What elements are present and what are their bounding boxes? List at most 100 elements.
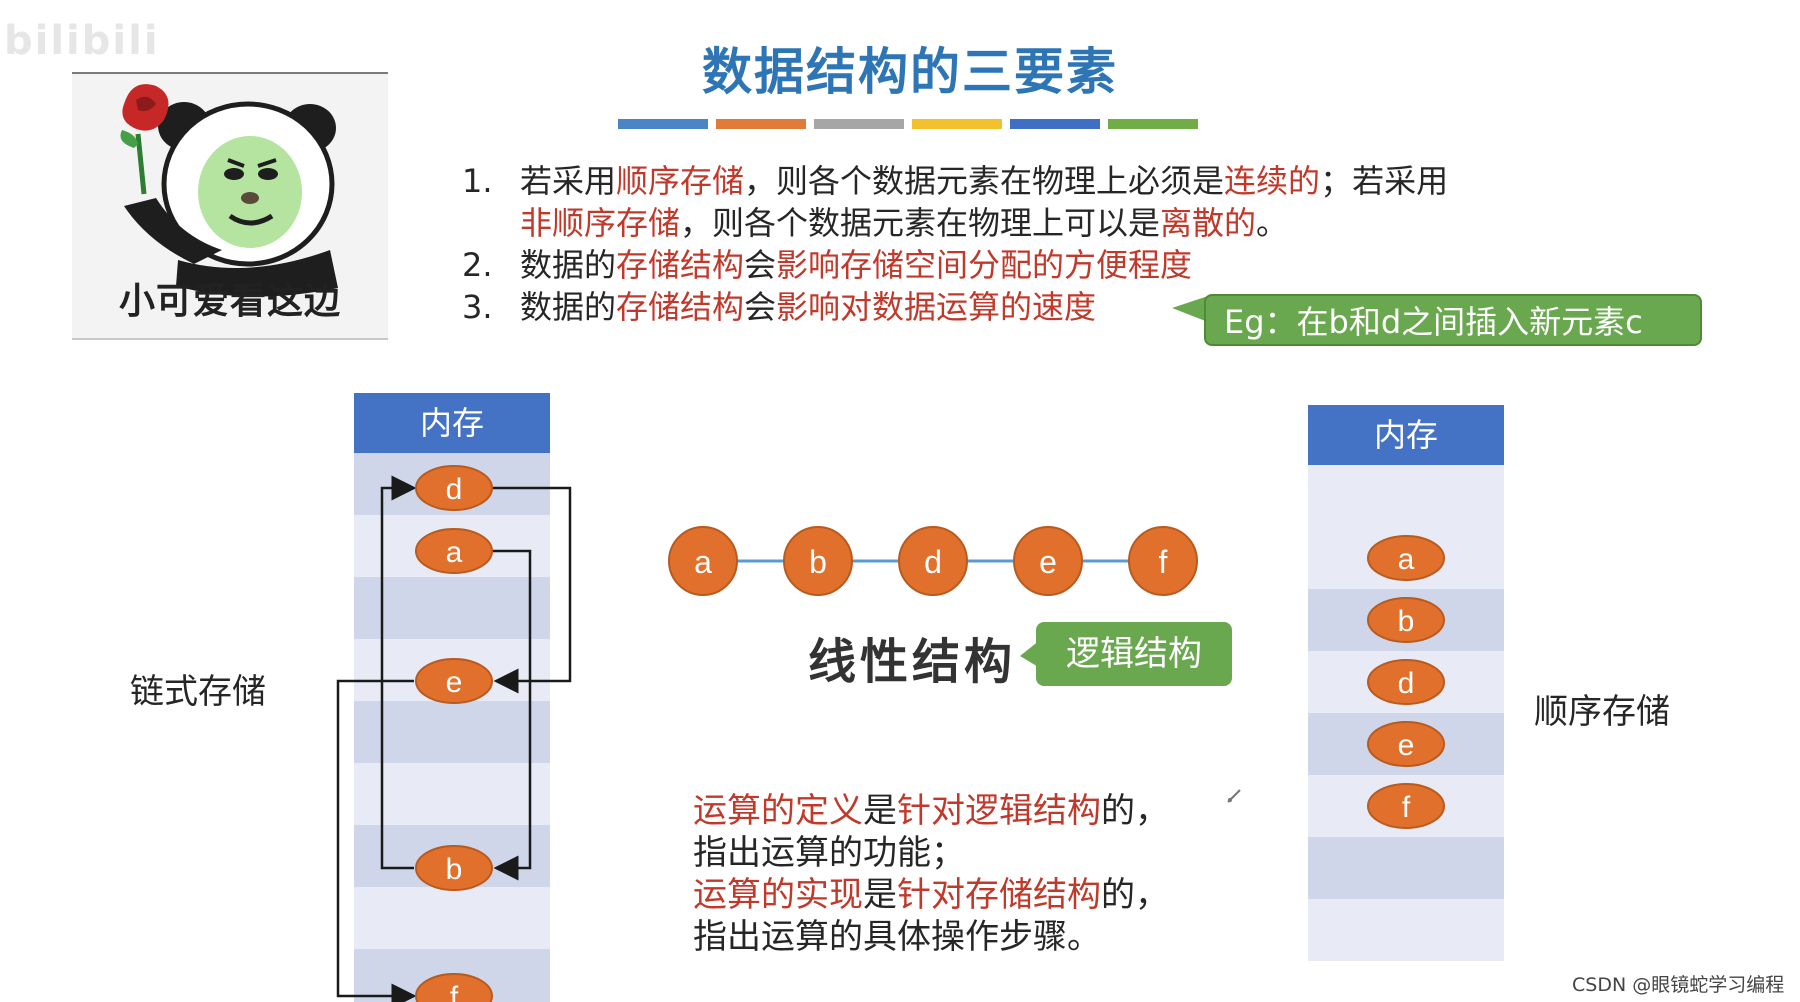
color-bar: [1108, 119, 1198, 129]
logical-structure-callout: 逻辑结构: [1036, 622, 1232, 686]
seq-node-e: e: [1367, 721, 1445, 767]
pointer-b-to-d: [380, 475, 417, 870]
linear-node-a: a: [668, 526, 738, 596]
node-label: b: [809, 544, 827, 580]
text-segment: 离散的: [1160, 204, 1257, 242]
node-e: e: [415, 658, 493, 704]
color-bar: [618, 119, 708, 129]
text-segment: 会: [744, 246, 777, 284]
pointer-d-to-e: [492, 486, 572, 694]
node-label: a: [446, 536, 463, 569]
linear-node-e: e: [1013, 526, 1083, 596]
memory-cell: d: [1308, 651, 1504, 713]
bilibili-watermark: bilibili: [4, 18, 160, 64]
node-label: f: [1159, 544, 1168, 580]
left-memory-column: 内存: [354, 393, 550, 1002]
memory-header: 内存: [354, 393, 550, 453]
ops-line-3: 运算的实现是针对存储结构的，: [693, 874, 1169, 916]
point-1-line-1: 若采用顺序存储，则各个数据元素在物理上必须是连续的；若采用: [520, 162, 1448, 200]
node-d: d: [415, 465, 493, 511]
memory-cell: [354, 577, 550, 639]
memory-cell: [1308, 837, 1504, 899]
text-segment: 指出运算的具体操作步骤。: [693, 917, 1101, 957]
text-segment: 非顺序存储: [520, 204, 681, 242]
node-label: d: [446, 473, 463, 506]
node-label: d: [924, 544, 942, 580]
text-segment: 连续的: [1224, 162, 1321, 200]
panda-meme: 小可爱看这边: [72, 72, 388, 340]
text-segment: 存储结构: [616, 288, 745, 326]
node-a: a: [415, 528, 493, 574]
node-label: b: [446, 853, 463, 886]
node-label: e: [446, 666, 463, 699]
node-label: f: [450, 981, 459, 1002]
memory-cell: [1308, 899, 1504, 961]
point-3: 3. 数据的存储结构会影响对数据运算的速度: [462, 286, 1448, 328]
text-segment: 针对逻辑结构: [897, 791, 1101, 831]
linked-storage-label: 链式存储: [130, 672, 266, 712]
ops-line-4: 指出运算的具体操作步骤。: [693, 916, 1169, 958]
panda-meme-illustration: [72, 74, 388, 338]
text-segment: ，则各个数据元素在物理上必须是: [744, 162, 1225, 200]
point-number: 2.: [462, 246, 493, 284]
sequential-storage-label: 顺序存储: [1534, 692, 1670, 732]
node-label: e: [1398, 729, 1415, 762]
text-segment: 顺序存储: [616, 162, 745, 200]
ops-line-1: 运算的定义是针对逻辑结构的，: [693, 790, 1169, 832]
text-segment: ；若采用: [1320, 162, 1449, 200]
memory-header: 内存: [1308, 405, 1504, 465]
text-segment: 运算的定义: [693, 791, 863, 831]
memory-cell: b: [1308, 589, 1504, 651]
point-3-text: 数据的存储结构会影响对数据运算的速度: [520, 288, 1096, 326]
text-segment: 。: [1256, 204, 1289, 242]
seq-node-d: d: [1367, 659, 1445, 705]
logic-callout-pointer: [1020, 640, 1040, 668]
node-label: f: [1402, 791, 1411, 824]
slide-title: 数据结构的三要素: [702, 43, 1118, 101]
text-segment: 是: [863, 875, 897, 915]
node-label: b: [1398, 605, 1415, 638]
memory-cell: [1308, 465, 1504, 527]
linear-node-f: f: [1128, 526, 1198, 596]
point-2: 2. 数据的存储结构会影响存储空间分配的方便程度: [462, 244, 1448, 286]
operations-notes: 运算的定义是针对逻辑结构的， 指出运算的功能； 运算的实现是针对存储结构的， 指…: [693, 790, 1169, 958]
text-segment: 会: [744, 288, 777, 326]
point-1-line-2: 非顺序存储，则各个数据元素在物理上可以是离散的。: [462, 202, 1448, 244]
right-memory-column: 内存 a b d e: [1308, 405, 1504, 961]
color-bar: [1010, 119, 1100, 129]
point-2-text: 数据的存储结构会影响存储空间分配的方便程度: [520, 246, 1192, 284]
text-segment: 运算的实现: [693, 875, 863, 915]
pointer-e-to-f: [336, 679, 417, 1002]
seq-node-f: f: [1367, 783, 1445, 829]
linear-structure-label: 线性结构: [808, 634, 1017, 690]
node-label: a: [694, 544, 712, 580]
text-segment: 的，: [1101, 791, 1169, 831]
node-label: d: [1398, 667, 1415, 700]
meme-caption: 小可爱看这边: [118, 281, 341, 322]
memory-cell: [354, 701, 550, 763]
color-bar: [912, 119, 1002, 129]
eg-callout: Eg：在b和d之间插入新元素c: [1204, 294, 1702, 346]
eg-callout-pointer: [1172, 296, 1208, 322]
pointer-a-to-b: [492, 549, 532, 881]
color-bar: [716, 119, 806, 129]
memory-cell: a: [1308, 527, 1504, 589]
node-label: a: [1398, 543, 1415, 576]
text-segment: 若采用: [520, 162, 617, 200]
ops-line-2: 指出运算的功能；: [693, 832, 1169, 874]
node-f: f: [415, 973, 493, 1002]
text-segment: 指出运算的功能；: [693, 833, 965, 873]
memory-cell: f: [1308, 775, 1504, 837]
point-1: 1.若采用顺序存储，则各个数据元素在物理上必须是连续的；若采用: [462, 160, 1448, 202]
memory-cell: [354, 887, 550, 949]
text-segment: 针对存储结构: [897, 875, 1101, 915]
point-number: 3.: [462, 288, 493, 326]
pencil-cursor-icon: [1227, 789, 1241, 803]
memory-cell: [354, 763, 550, 825]
text-segment: 影响存储空间分配的方便程度: [776, 246, 1193, 284]
text-segment: 是: [863, 791, 897, 831]
linear-node-d: d: [898, 526, 968, 596]
text-segment: 的，: [1101, 875, 1169, 915]
